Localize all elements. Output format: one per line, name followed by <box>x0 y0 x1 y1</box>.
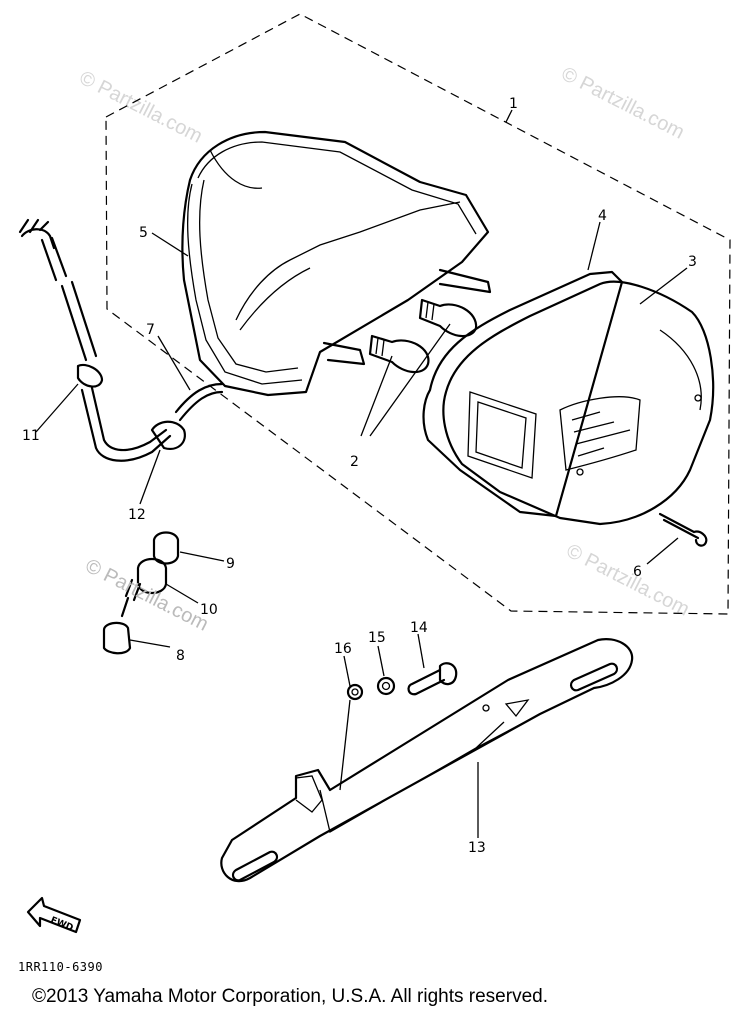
callout-16: 16 <box>334 641 352 657</box>
callout-7: 7 <box>146 322 155 338</box>
callout-labels: 1 2 3 4 5 6 7 8 9 10 11 12 13 14 15 16 <box>22 96 697 856</box>
callout-10: 10 <box>200 602 218 618</box>
leader-lines <box>35 109 688 838</box>
watermark-mid-right: © Partzilla.com <box>563 540 693 621</box>
callout-15: 15 <box>368 630 386 646</box>
callout-3: 3 <box>688 254 697 270</box>
callout-13: 13 <box>468 840 486 856</box>
fwd-label: FWD <box>49 916 75 934</box>
watermark-top-right: © Partzilla.com <box>558 63 688 144</box>
assembly-boundary <box>105 13 731 615</box>
callout-11: 11 <box>22 428 40 444</box>
mounting-hardware <box>102 531 180 655</box>
callout-12: 12 <box>128 507 146 523</box>
callout-2: 2 <box>350 454 359 470</box>
lamp-housing <box>181 130 492 397</box>
diagram-code: 1RR110-6390 <box>18 960 103 974</box>
lens-gasket <box>422 270 624 518</box>
license-bracket <box>220 638 634 883</box>
callout-9: 9 <box>226 556 235 572</box>
callout-1: 1 <box>509 96 518 112</box>
callout-14: 14 <box>410 620 428 636</box>
watermark-top-left: © Partzilla.com <box>76 67 206 148</box>
callout-8: 8 <box>176 648 185 664</box>
bracket-fasteners <box>346 662 458 701</box>
callout-4: 4 <box>598 208 607 224</box>
lens-screw <box>658 512 708 547</box>
watermark-hardware: © Partzilla.com <box>82 555 212 636</box>
wire-lead <box>18 218 224 462</box>
callout-5: 5 <box>139 225 148 241</box>
copyright-text: ©2013 Yamaha Motor Corporation, U.S.A. A… <box>32 986 548 1007</box>
tail-lens <box>442 280 715 526</box>
fwd-arrow-icon: FWD <box>26 896 82 934</box>
callout-6: 6 <box>633 564 642 580</box>
